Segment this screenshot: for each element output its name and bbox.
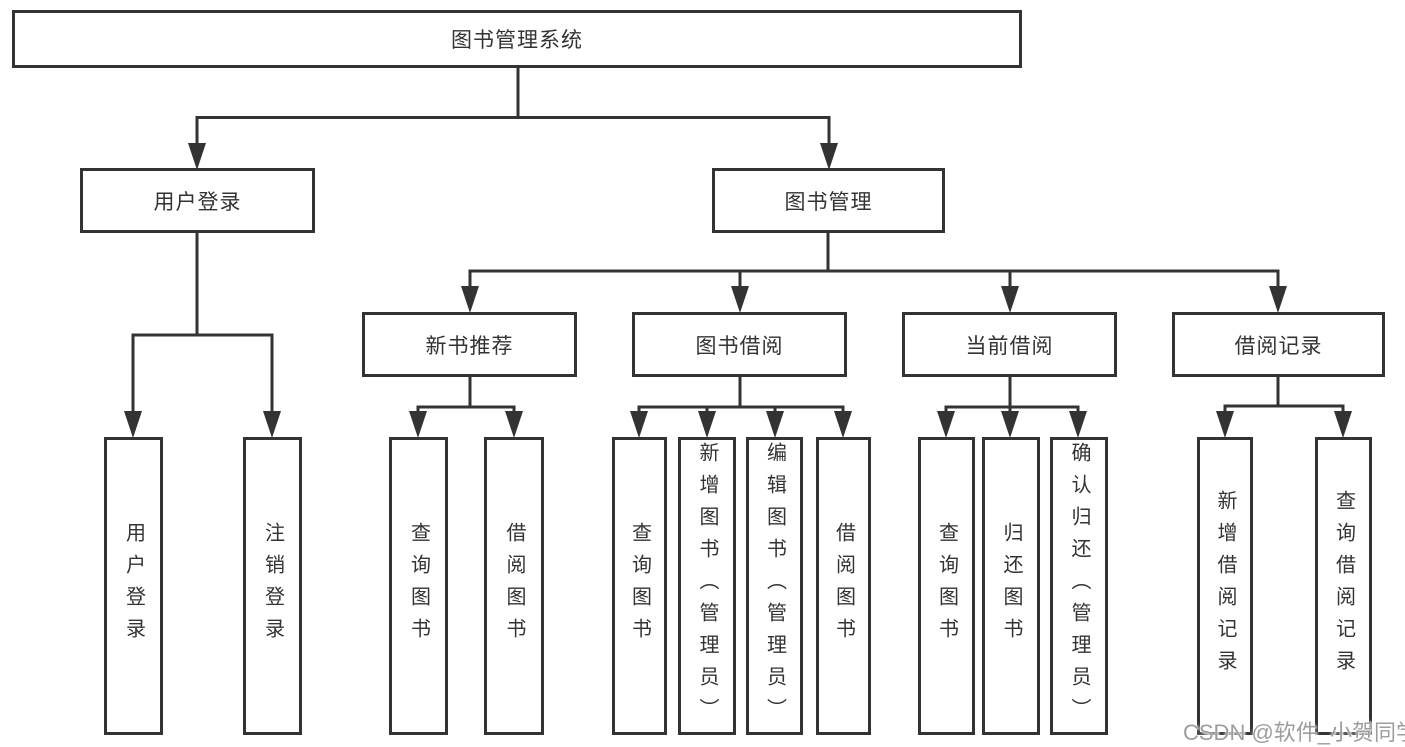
leaf-query-books-borrowing: 查询图书 bbox=[612, 437, 667, 735]
node-label: 图书管理系统 bbox=[451, 29, 583, 52]
node-library-management-system: 图书管理系统 bbox=[12, 10, 1022, 68]
leaf-label: 查询图书 bbox=[628, 522, 651, 650]
leaf-label: 查询图书 bbox=[935, 522, 958, 650]
csdn-watermark: CSDN @软件_小贺同学 bbox=[1183, 720, 1405, 745]
node-label: 借阅记录 bbox=[1234, 334, 1323, 358]
leaf-label: 新增借阅记录 bbox=[1214, 490, 1236, 682]
node-label: 图书借阅 bbox=[695, 334, 784, 358]
leaf-user-login: 用户登录 bbox=[104, 437, 163, 735]
leaf-confirm-return-admin: 确认归还（管理员） bbox=[1050, 437, 1108, 735]
leaf-logout: 注销登录 bbox=[243, 437, 302, 735]
leaf-label: 编辑图书（管理员） bbox=[763, 442, 786, 730]
leaf-label: 查询图书 bbox=[407, 522, 430, 650]
leaf-label: 归还图书 bbox=[1000, 522, 1022, 650]
leaf-return-books: 归还图书 bbox=[982, 437, 1040, 735]
leaf-add-borrow-record: 新增借阅记录 bbox=[1197, 437, 1253, 735]
leaf-query-books-current: 查询图书 bbox=[918, 437, 975, 735]
leaf-edit-books-admin: 编辑图书（管理员） bbox=[746, 437, 803, 735]
leaf-label: 查询借阅记录 bbox=[1332, 490, 1355, 682]
leaf-label: 新增图书（管理员） bbox=[696, 442, 718, 730]
leaf-add-books-admin: 新增图书（管理员） bbox=[678, 437, 736, 735]
leaf-query-books-newbook: 查询图书 bbox=[389, 437, 448, 735]
node-label: 图书管理 bbox=[784, 190, 873, 214]
node-current-borrowing: 当前借阅 bbox=[902, 312, 1117, 377]
leaf-label: 注销登录 bbox=[261, 522, 284, 650]
leaf-label: 确认归还（管理员） bbox=[1068, 442, 1090, 730]
leaf-query-borrow-record: 查询借阅记录 bbox=[1315, 437, 1372, 735]
leaf-label: 借阅图书 bbox=[832, 522, 855, 650]
leaf-label: 用户登录 bbox=[122, 522, 145, 650]
node-book-management: 图书管理 bbox=[712, 168, 945, 233]
node-borrowing-records: 借阅记录 bbox=[1172, 312, 1385, 377]
leaf-label: 借阅图书 bbox=[503, 522, 525, 650]
node-new-book-recommendation: 新书推荐 bbox=[362, 312, 577, 377]
node-label: 用户登录 bbox=[153, 190, 242, 214]
leaf-borrow-books: 借阅图书 bbox=[816, 437, 871, 735]
leaf-borrow-books-newbook: 借阅图书 bbox=[484, 437, 544, 735]
node-user-login: 用户登录 bbox=[80, 168, 315, 233]
node-label: 新书推荐 bbox=[425, 334, 514, 358]
node-book-borrowing: 图书借阅 bbox=[632, 312, 847, 377]
node-label: 当前借阅 bbox=[965, 334, 1054, 358]
